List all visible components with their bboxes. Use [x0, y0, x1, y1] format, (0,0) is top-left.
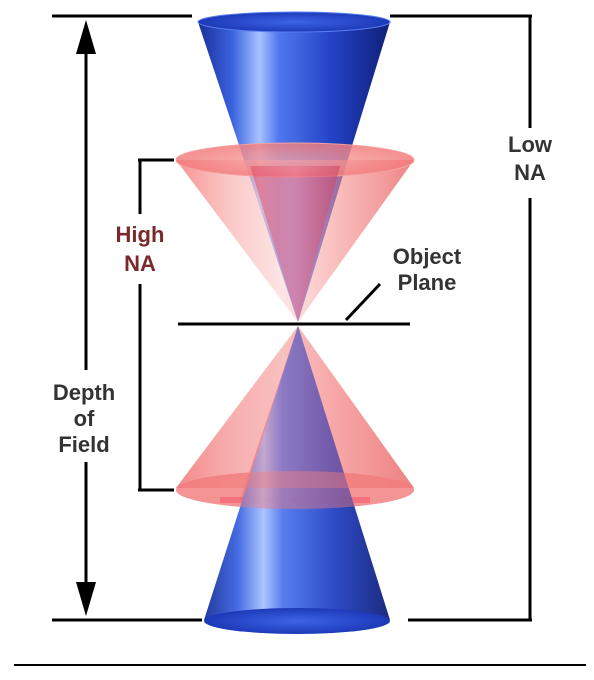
- upper-high-na-cone: [175, 142, 415, 322]
- high-na-bracket: [138, 158, 174, 492]
- lower-low-na-cone: [176, 326, 414, 634]
- object-plane-label-line1: Object: [393, 244, 462, 269]
- depth-of-field-arrow: [52, 14, 202, 622]
- low-na-label-line1: Low: [508, 132, 553, 157]
- high-na-label-line1: High: [116, 222, 165, 247]
- object-plane-label-line2: Plane: [398, 270, 457, 295]
- depth-of-field-label-line2: of: [74, 406, 95, 431]
- high-na-label-line2: NA: [124, 251, 156, 276]
- low-na-bracket: [390, 14, 532, 622]
- depth-of-field-label-line3: Field: [58, 432, 109, 457]
- depth-of-field-label-line1: Depth: [53, 380, 115, 405]
- low-na-label-line2: NA: [514, 160, 546, 185]
- object-plane-leader: [344, 282, 382, 322]
